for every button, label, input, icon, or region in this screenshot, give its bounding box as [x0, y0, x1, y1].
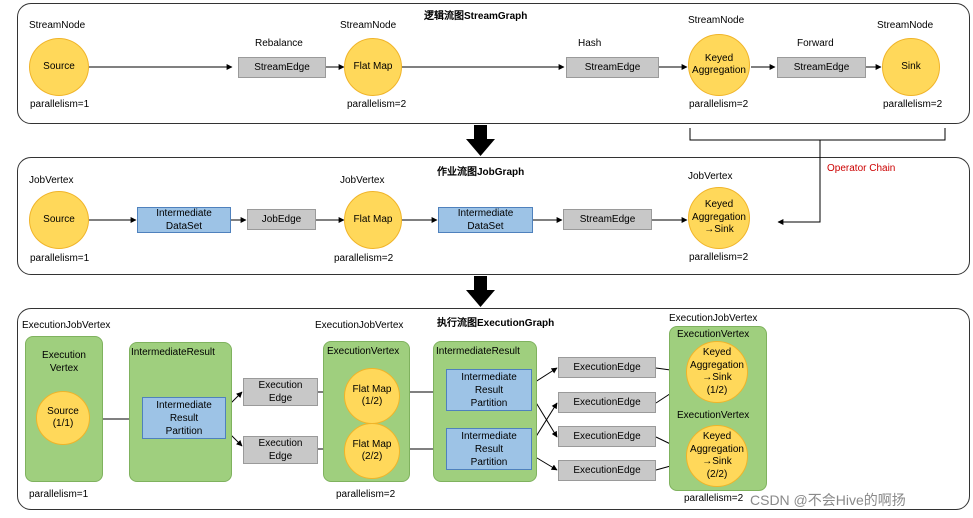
eg-flatmap-vertex-2: Flat Map (2/2)	[344, 423, 400, 479]
operator-chain-arrow	[777, 140, 821, 225]
eg-par-flatmap: parallelism=2	[336, 489, 396, 500]
eg-keyed-sink-vertex-1: Keyed Aggregation →Sink (1/2)	[686, 341, 748, 403]
sg-node-label-keyed: StreamNode	[688, 15, 745, 26]
eg-keyed-sink-vertex-2: Keyed Aggregation →Sink (2/2)	[686, 425, 748, 487]
sg-hash-label: Hash	[578, 38, 602, 49]
jg-intermediate-dataset-1: Intermediate DataSet	[137, 207, 231, 233]
sg-keyed-node: Keyed Aggregation	[688, 34, 750, 96]
operator-chain-bracket	[689, 128, 946, 141]
sg-par-source: parallelism=1	[30, 99, 90, 110]
jg-par-source: parallelism=1	[30, 253, 90, 264]
jg-vertex-label-source: JobVertex	[29, 175, 74, 186]
eg-execution-edge-1: ExecutionEdge	[558, 357, 656, 378]
down-arrow-1-icon	[466, 125, 495, 156]
operator-chain-label: Operator Chain	[827, 163, 896, 174]
jg-vertex-label-flatmap: JobVertex	[340, 175, 385, 186]
eg-par-keyed: parallelism=2	[684, 493, 744, 504]
sg-node-label-flatmap: StreamNode	[340, 20, 397, 31]
eg-ev-label-source: Execution Vertex	[42, 350, 86, 374]
jg-flatmap-vertex: Flat Map	[344, 191, 402, 249]
eg-execution-edge-4: ExecutionEdge	[558, 460, 656, 481]
eg-ejv-label-1: ExecutionJobVertex	[22, 320, 111, 331]
sg-flatmap-node: Flat Map	[344, 38, 402, 96]
jg-par-keyed: parallelism=2	[689, 252, 749, 263]
jg-par-flatmap: parallelism=2	[334, 253, 394, 264]
eg-irp-2: Intermediate Result Partition	[446, 369, 532, 411]
eg-par-source: parallelism=1	[29, 489, 89, 500]
eg-irp-1: Intermediate Result Partition	[142, 397, 226, 439]
jg-jobedge: JobEdge	[247, 209, 316, 230]
executiongraph-title: 执行流图ExecutionGraph	[437, 318, 555, 329]
eg-execution-edge-2: ExecutionEdge	[558, 392, 656, 413]
eg-ejv-label-2: ExecutionJobVertex	[315, 320, 404, 331]
eg-edge-stacked-1: Execution Edge	[243, 378, 318, 406]
eg-flatmap-vertex-1: Flat Map (1/2)	[344, 368, 400, 424]
eg-irp-3: Intermediate Result Partition	[446, 428, 532, 470]
eg-ev-label-flatmap: ExecutionVertex	[327, 346, 400, 357]
sg-forward-label: Forward	[797, 38, 834, 49]
sg-streamedge-1: StreamEdge	[238, 57, 326, 78]
jobgraph-title: 作业流图JobGraph	[437, 167, 525, 178]
eg-ir-label-2: IntermediateResult	[436, 346, 520, 357]
sg-streamedge-3: StreamEdge	[777, 57, 866, 78]
sg-node-label-source: StreamNode	[29, 20, 86, 31]
sg-streamedge-2: StreamEdge	[566, 57, 659, 78]
sg-par-flatmap: parallelism=2	[347, 99, 407, 110]
jg-source-vertex: Source	[29, 191, 89, 249]
sg-source-node: Source	[29, 38, 89, 96]
eg-ejv-label-3: ExecutionJobVertex	[669, 313, 758, 324]
sg-par-sink: parallelism=2	[883, 99, 943, 110]
down-arrow-2-icon	[466, 276, 495, 307]
jg-vertex-label-keyed: JobVertex	[688, 171, 733, 182]
eg-ev-label-keyed-1: ExecutionVertex	[677, 329, 750, 340]
jg-intermediate-dataset-2: Intermediate DataSet	[438, 207, 533, 233]
sg-node-label-sink: StreamNode	[877, 20, 934, 31]
eg-source-vertex: Source (1/1)	[36, 391, 90, 445]
streamgraph-title: 逻辑流图StreamGraph	[424, 11, 528, 22]
sg-rebalance-label: Rebalance	[255, 38, 303, 49]
jg-streamedge: StreamEdge	[563, 209, 652, 230]
watermark: CSDN @不会Hive的啊扬	[750, 492, 906, 508]
jg-keyed-sink-vertex: Keyed Aggregation →Sink	[688, 187, 750, 249]
eg-ir-label-1: IntermediateResult	[131, 347, 215, 358]
eg-execution-edge-3: ExecutionEdge	[558, 426, 656, 447]
sg-par-keyed: parallelism=2	[689, 99, 749, 110]
eg-ev-label-keyed-2: ExecutionVertex	[677, 410, 750, 421]
sg-sink-node: Sink	[882, 38, 940, 96]
eg-edge-stacked-2: Execution Edge	[243, 436, 318, 464]
